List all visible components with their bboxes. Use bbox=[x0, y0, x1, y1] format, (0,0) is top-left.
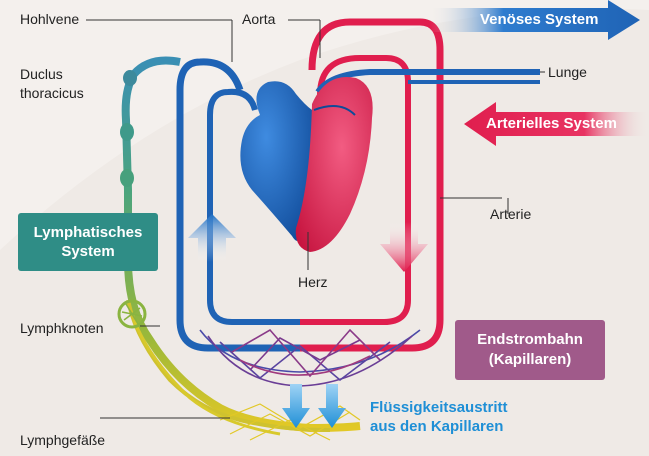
down-arrow-icon bbox=[380, 222, 428, 272]
arterial-system-label: Arterielles System bbox=[486, 115, 617, 132]
label-hohlvene: Hohlvene bbox=[20, 11, 79, 27]
label-lymphknoten: Lymphknoten bbox=[20, 320, 104, 336]
label-lunge: Lunge bbox=[548, 64, 587, 80]
lymphatic-system-box: Lymphatisches System bbox=[18, 213, 158, 271]
capillary-bed bbox=[200, 330, 420, 386]
fluid-arrow-icon bbox=[318, 384, 346, 428]
venous-system-label: Venöses System bbox=[480, 11, 598, 28]
up-arrow-icon bbox=[188, 214, 236, 262]
label-lymphgefaesse: Lymphgefäße bbox=[20, 432, 105, 448]
label-duclus: Duclus bbox=[20, 66, 63, 82]
endstrombahn-box: Endstrombahn (Kapillaren) bbox=[455, 320, 605, 380]
label-thoracicus: thoracicus bbox=[20, 85, 84, 101]
label-herz: Herz bbox=[298, 274, 328, 290]
fluid-line2: aus den Kapillaren bbox=[370, 417, 508, 436]
label-aorta: Aorta bbox=[242, 11, 275, 27]
endstrombahn-line2: (Kapillaren) bbox=[489, 350, 572, 370]
fluid-line1: Flüssigkeitsaustritt bbox=[370, 398, 508, 417]
endstrombahn-line1: Endstrombahn bbox=[477, 330, 583, 350]
lymphatic-system-line2: System bbox=[61, 242, 114, 261]
fluid-exit-text: Flüssigkeitsaustritt aus den Kapillaren bbox=[370, 398, 508, 436]
heart-icon bbox=[240, 77, 372, 252]
label-arterie: Arterie bbox=[490, 206, 531, 222]
lymphatic-system-line1: Lymphatisches bbox=[34, 223, 143, 242]
